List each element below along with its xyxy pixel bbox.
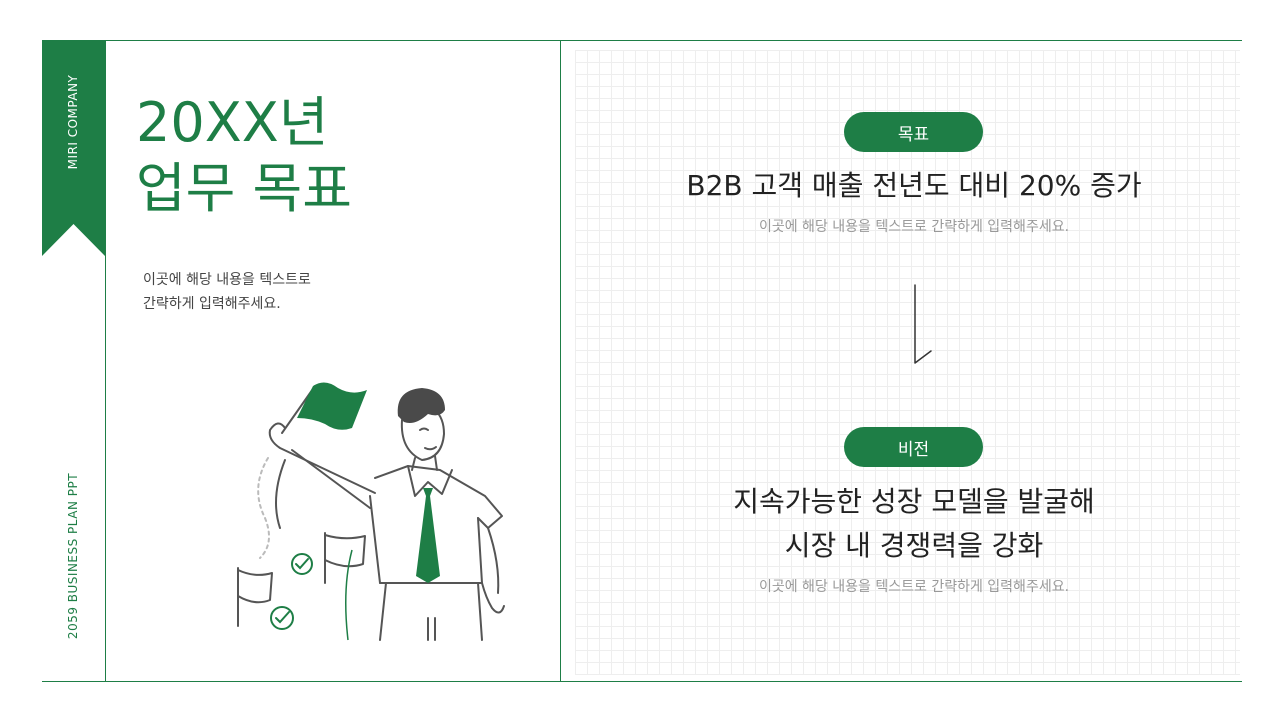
man-with-flag-illustration <box>237 382 505 641</box>
top-border <box>42 40 1242 41</box>
center-divider <box>560 40 561 682</box>
page-title: 20XX년 업무 목표 <box>136 90 352 222</box>
goal-description: 이곳에 해당 내용을 텍스트로 간략하게 입력해주세요. <box>758 219 1070 235</box>
title-line-1: 20XX년 <box>136 91 329 154</box>
left-description: 이곳에 해당 내용을 텍스트로 간략하게 입력해주세요. <box>143 268 311 316</box>
bottom-border <box>42 681 1242 682</box>
vision-statement: 지속가능한 성장 모델을 발굴해 시장 내 경쟁력을 강화 <box>614 480 1214 568</box>
goal-badge-label: 목표 <box>897 124 930 145</box>
vision-line-1: 지속가능한 성장 모델을 발굴해 <box>733 485 1095 518</box>
left-description-line-1: 이곳에 해당 내용을 텍스트로 <box>143 272 311 288</box>
vision-description: 이곳에 해당 내용을 텍스트로 간략하게 입력해주세요. <box>758 579 1070 595</box>
goal-statement: B2B 고객 매출 전년도 대비 20% 증가 <box>686 169 1142 202</box>
left-divider <box>105 40 106 682</box>
series-name: 2059 BUSINESS PLAN PPT <box>66 472 80 640</box>
ribbon-bookmark <box>42 40 105 256</box>
left-description-line-2: 간략하게 입력해주세요. <box>143 296 281 312</box>
title-line-2: 업무 목표 <box>136 157 352 220</box>
company-name: MIRI COMPANY <box>66 74 80 170</box>
vision-badge: 비전 <box>844 427 983 467</box>
vision-badge-label: 비전 <box>897 439 930 460</box>
grid-background <box>575 50 1240 675</box>
goal-badge: 목표 <box>844 112 983 152</box>
down-arrow-icon <box>914 284 932 364</box>
vision-line-2: 시장 내 경쟁력을 강화 <box>784 529 1044 562</box>
